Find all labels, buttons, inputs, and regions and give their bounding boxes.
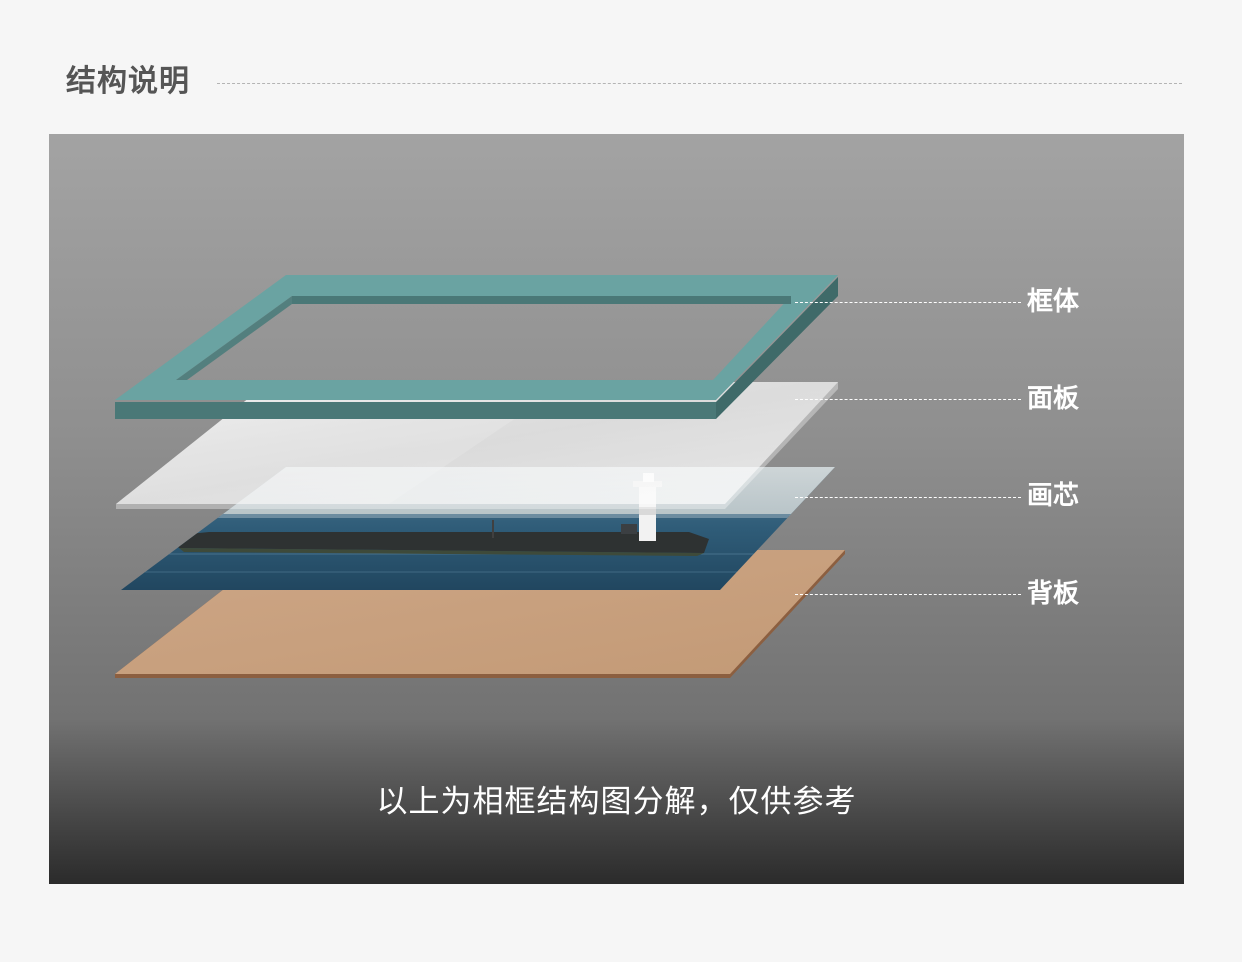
section-title: 结构说明 xyxy=(66,64,190,99)
diagram-caption: 以上为相框结构图分解，仅供参考 xyxy=(376,784,857,820)
structure-diagram-panel: 框体 面板 画芯 背板 以上为相框结构图分解，仅供参考 xyxy=(49,134,1184,884)
print-label: 画芯 xyxy=(1027,481,1080,511)
backboard-label: 背板 xyxy=(1027,579,1080,609)
frame-label: 框体 xyxy=(1027,287,1080,317)
glass-label: 面板 xyxy=(1027,384,1080,414)
frame-layer xyxy=(115,275,838,419)
exploded-frame-diagram xyxy=(115,275,845,678)
print-leader-line xyxy=(795,497,1021,498)
title-divider xyxy=(217,83,1182,84)
glass-leader-line xyxy=(795,399,1021,400)
frame-leader-line xyxy=(795,302,1021,303)
backboard-leader-line xyxy=(795,594,1021,595)
